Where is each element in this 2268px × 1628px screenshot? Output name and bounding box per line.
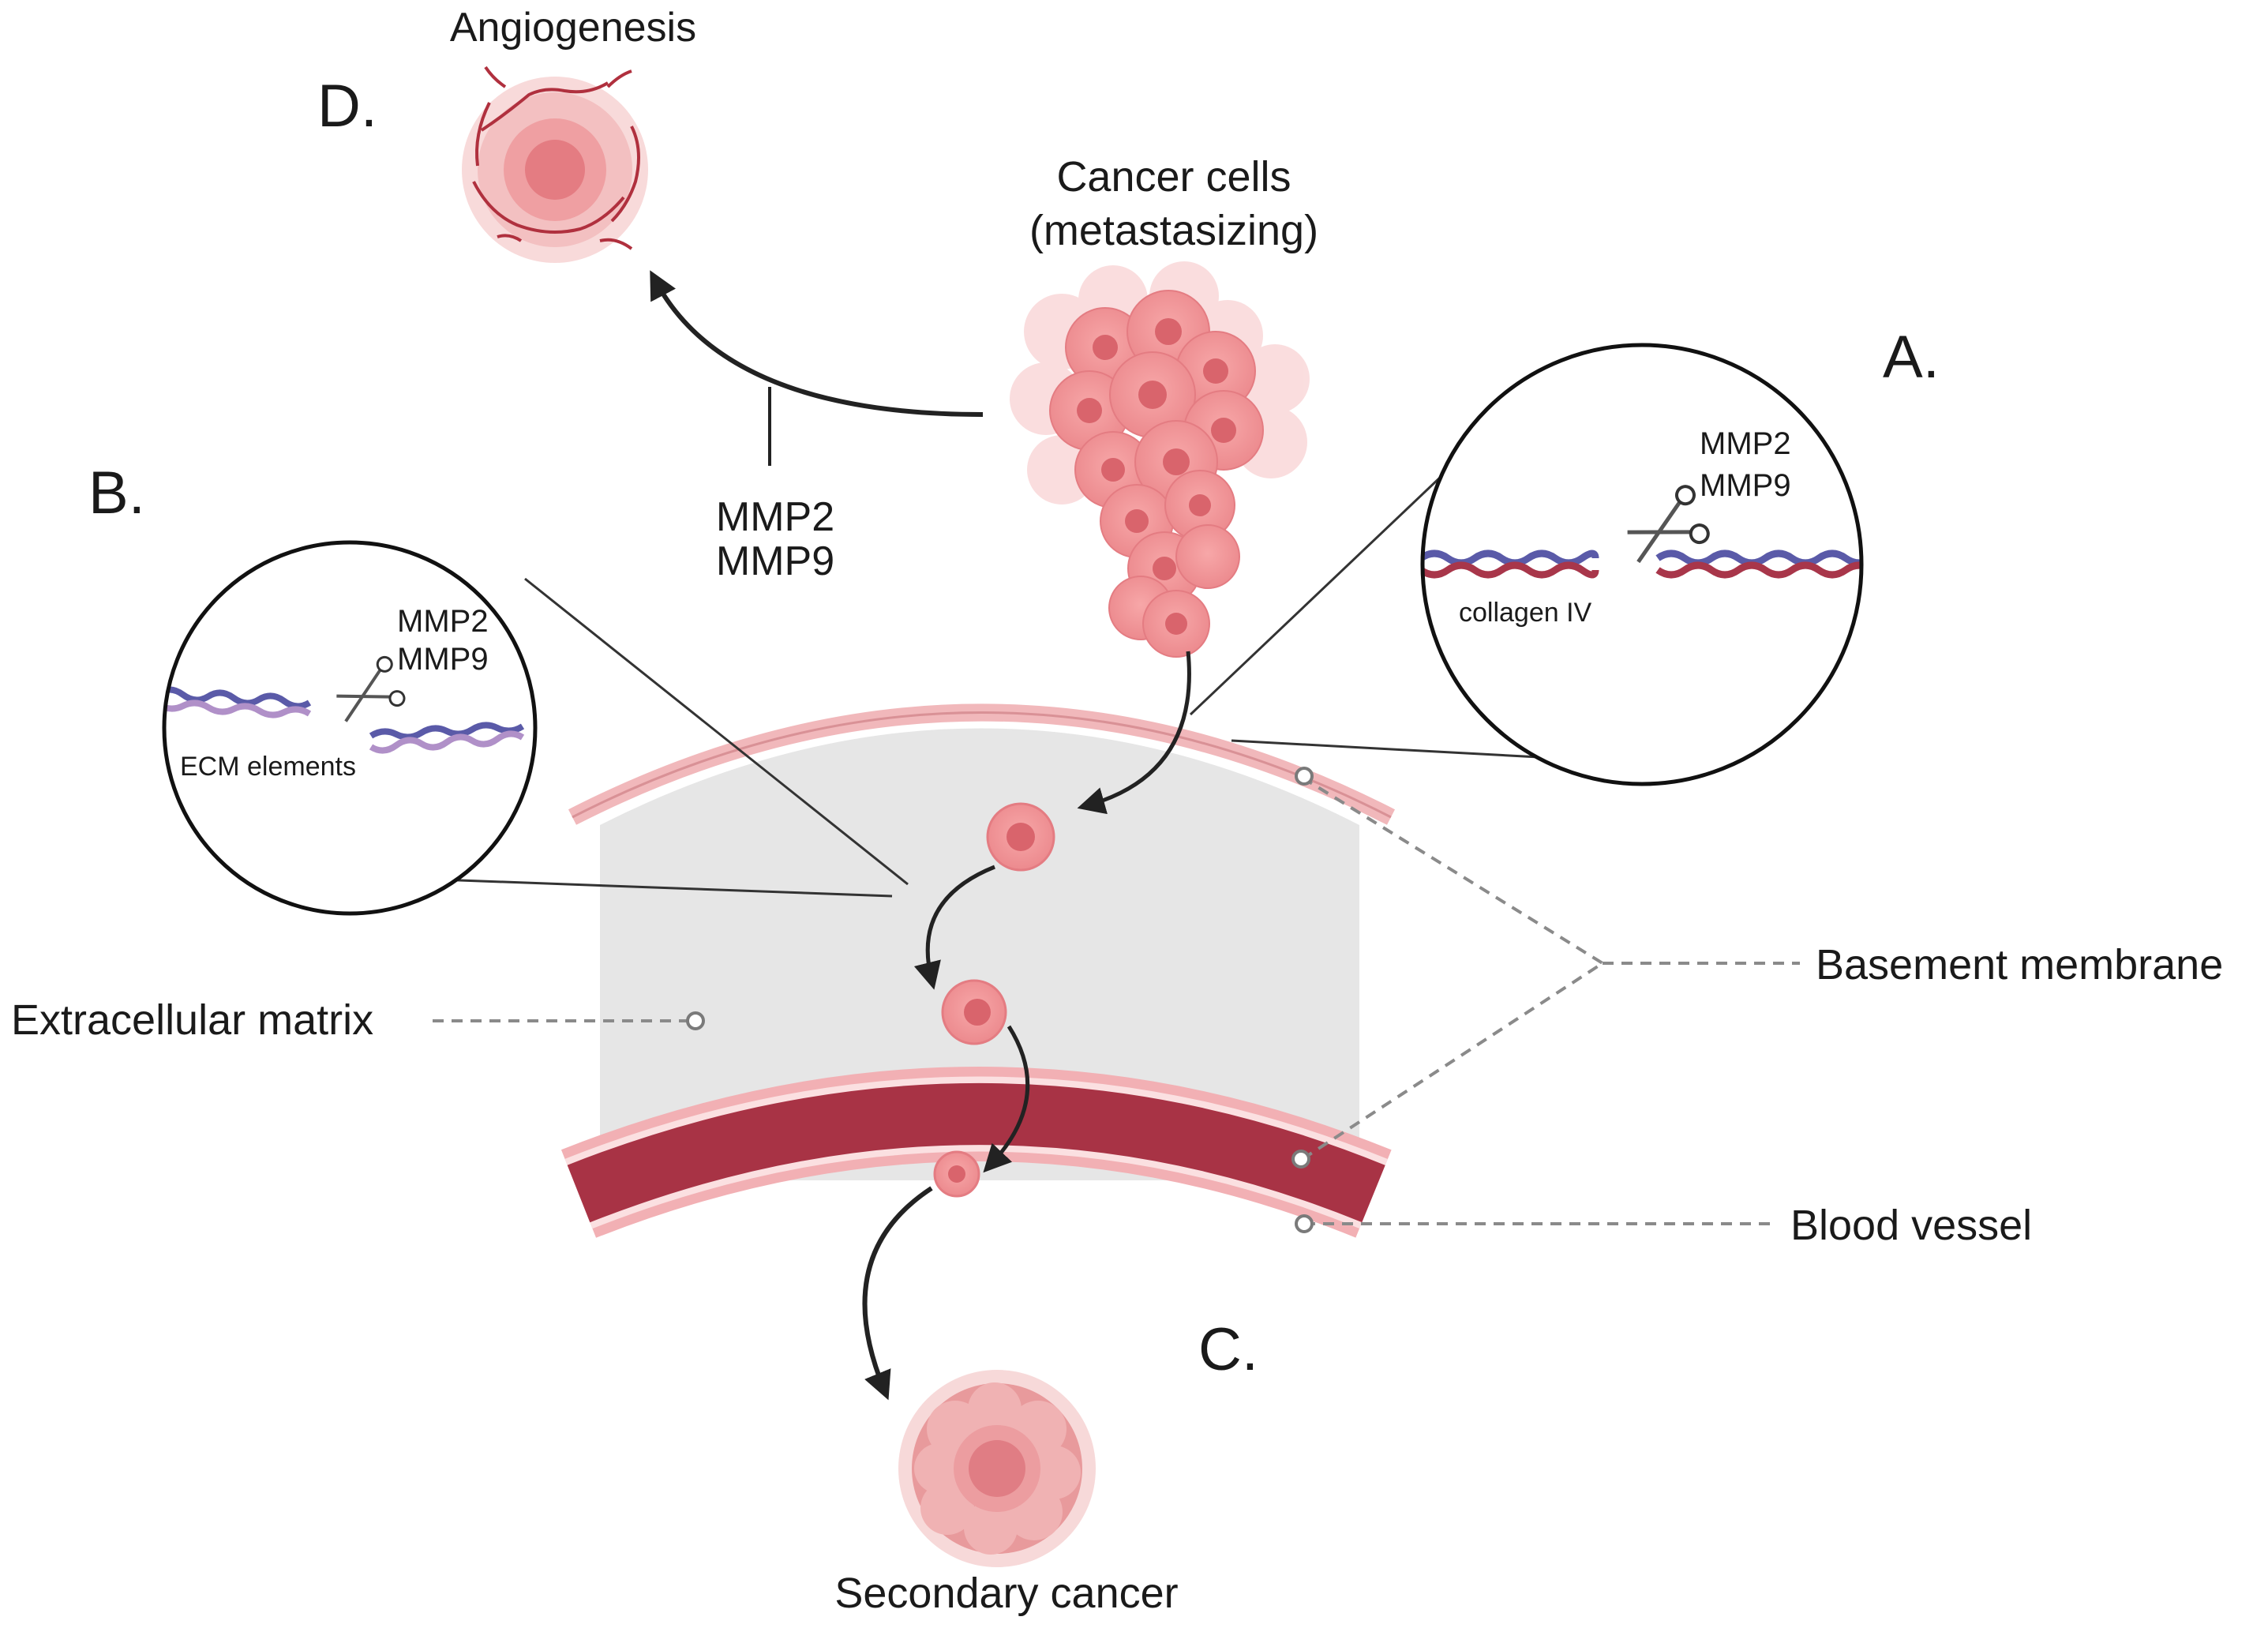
panel-letter-d: D. [317,73,377,140]
panel-letter-b: B. [88,460,145,527]
arrow-to-secondary [862,1186,933,1401]
blood-vessel-icon [560,1067,1392,1238]
migrating-cell [941,979,1007,1045]
inset-a-mmp2-label: MMP2 [1700,426,1791,461]
scissors-icon [336,655,406,722]
cancer-cells-sublabel: (metastasizing) [1029,207,1318,254]
secondary-tumor-icon [898,1370,1096,1567]
flow-arrows [650,270,1191,1401]
inset-a-mmp9-label: MMP9 [1700,468,1791,503]
collagen-label: collagen IV [1459,598,1592,628]
arrow-into-membrane [1077,651,1191,815]
basement-membrane-label: Basement membrane [1816,941,2223,988]
arrow-through-matrix [913,865,995,990]
pathway-mmp2-label: MMP2 [716,494,834,540]
scissors-icon [1627,485,1710,564]
pathway-mmp9-label: MMP9 [716,538,834,584]
angiogenesis-tumor-icon [462,66,648,263]
inset-b-mmp2-label: MMP2 [397,604,489,639]
cancer-cell-cluster-icon [1010,261,1310,658]
migrating-cell [986,802,1055,872]
panel-letter-c: C. [1198,1316,1258,1383]
secondary-cancer-label: Secondary cancer [834,1570,1178,1617]
arrow-into-vessel [983,1025,1030,1173]
inset-a-collagen-cleavage: MMP2 MMP9 collagen IV [1420,343,1864,786]
blood-vessel-label: Blood vessel [1790,1202,2032,1249]
extracellular-matrix-region [600,728,1359,1180]
inset-b-ecm-cleavage: MMP2 MMP9 ECM elements [162,540,538,916]
angiogenesis-label: Angiogenesis [450,5,696,51]
inset-b-mmp9-label: MMP9 [397,642,489,677]
panel-letter-a: A. [1883,324,1940,391]
intravasating-cell [933,1150,980,1198]
ecm-elements-label: ECM elements [180,752,356,782]
extracellular-matrix-label: Extracellular matrix [11,996,373,1044]
arrow-to-angiogenesis [650,270,984,417]
callout-markers [686,767,1314,1233]
cancer-cells-label: Cancer cells [1056,153,1291,201]
ecm-fiber-icon [164,686,525,754]
collagen-fiber-icon [1423,550,1861,579]
callout-lines [433,776,1800,1225]
